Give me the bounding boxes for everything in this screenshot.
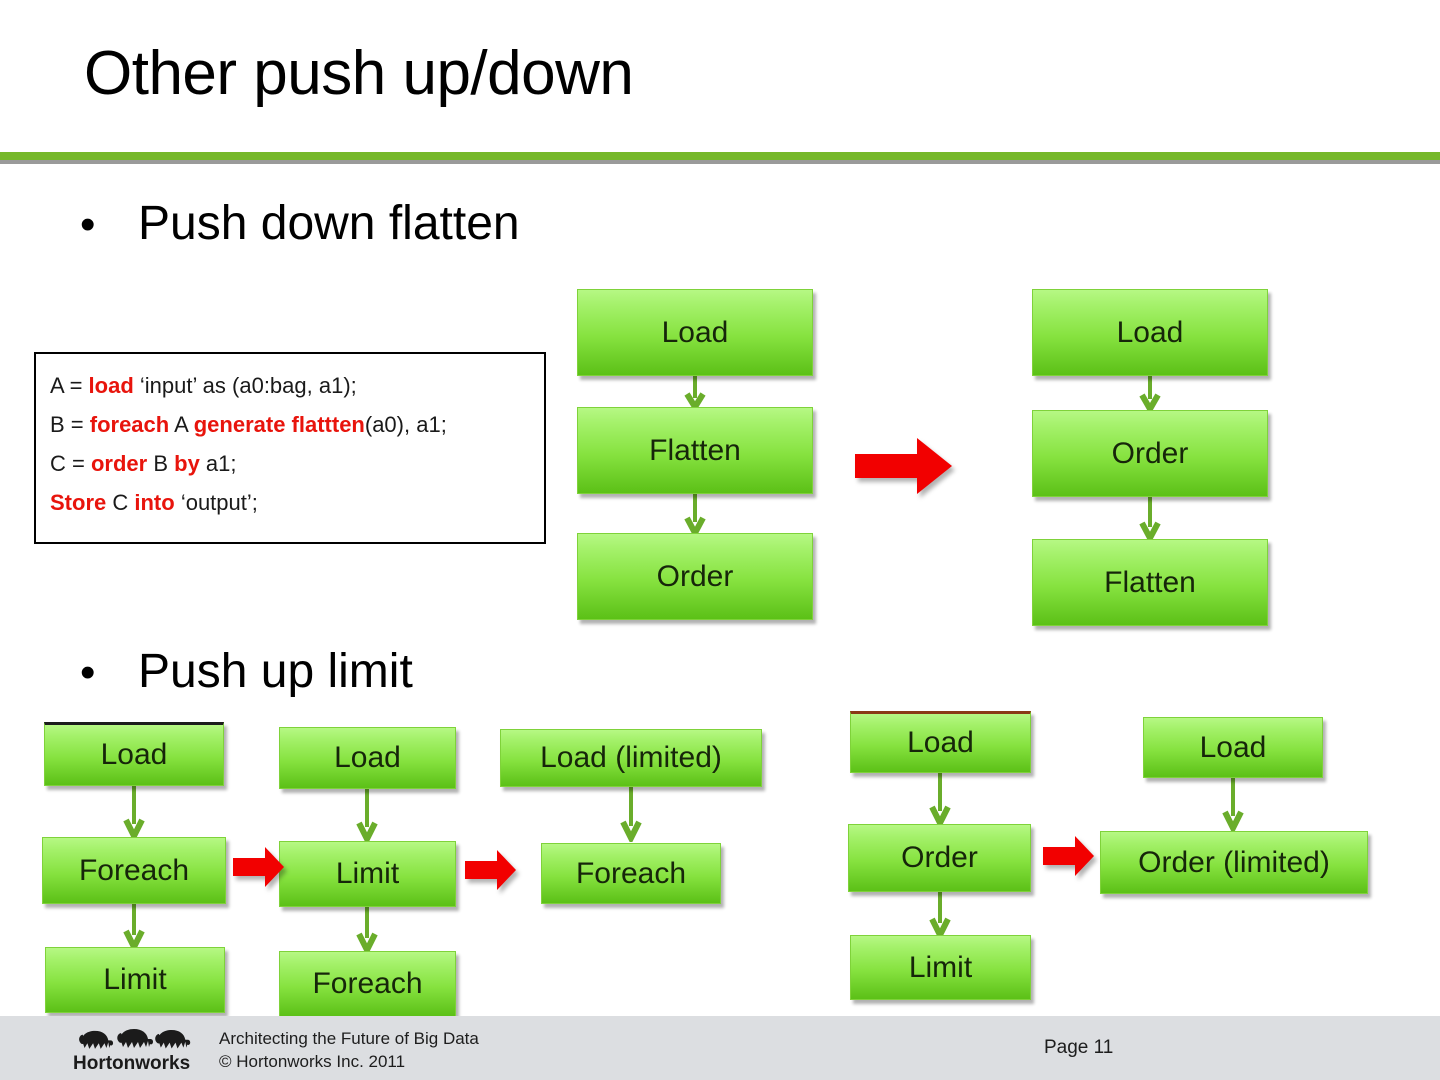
flow-node-order[interactable]: Order [848,824,1031,892]
flow-node-load-limited[interactable]: Load (limited) [500,729,762,787]
code-text: ‘input’ as (a0:bag, a1); [133,373,357,398]
transform-arrow-icon [233,846,285,888]
bullet-item-push-down-flatten: • Push down flatten [80,196,520,251]
flow-node-load[interactable]: Load [850,711,1031,773]
flow-connector-arrow-icon [1138,374,1162,412]
page-title: Other push up/down [84,39,634,108]
flow-node-foreach[interactable]: Foreach [541,843,721,904]
flow-connector-arrow-icon [928,890,952,938]
hortonworks-logo-icon: Hortonworks [72,1026,200,1074]
code-text: (a0), a1; [364,412,447,437]
flow-connector-arrow-icon [683,494,707,536]
flow-connector-arrow-icon [683,374,707,410]
page-number: Page 11 [1044,1037,1114,1058]
flow-connector-arrow-icon [122,784,146,840]
flow-connector-arrow-icon [355,905,379,953]
code-text: B [147,451,175,476]
bullet-marker-icon: • [80,200,96,249]
code-keyword: Store [50,490,107,515]
flow-node-limit[interactable]: Limit [279,841,456,907]
code-line: A = load ‘input’ as (a0:bag, a1); [50,366,530,405]
bullet-item-push-up-limit: • Push up limit [80,644,413,699]
footer-tagline: Architecting the Future of Big Data [219,1029,479,1048]
code-keyword: by [174,451,200,476]
code-line: B = foreach A generate flattten(a0), a1; [50,405,530,444]
footer-text-block: Architecting the Future of Big Data © Ho… [219,1027,479,1073]
transform-arrow-icon [465,849,517,891]
transform-arrow-icon [1043,835,1095,877]
bullet-marker-icon: • [80,648,96,697]
code-text: C [106,490,135,515]
code-text: C = [50,451,91,476]
code-line: Store C into ‘output’; [50,483,530,522]
flow-node-flatten[interactable]: Flatten [1032,539,1268,626]
title-divider [0,152,1440,160]
flow-node-load[interactable]: Load [1143,717,1323,778]
slide-footer [0,1016,1440,1080]
code-line: C = order B by a1; [50,444,530,483]
flow-connector-arrow-icon [1221,776,1245,832]
code-keyword: order [90,451,148,476]
flow-connector-arrow-icon [1138,497,1162,541]
pig-script-code-box: A = load ‘input’ as (a0:bag, a1); B = fo… [34,352,546,544]
code-keyword: generate flattten [193,412,365,437]
bullet-label: Push down flatten [138,197,520,250]
flow-node-limit[interactable]: Limit [850,935,1031,1000]
code-text: B = [50,412,90,437]
footer-copyright: © Hortonworks Inc. 2011 [219,1052,406,1071]
flow-node-load[interactable]: Load [44,722,224,786]
flow-node-limit[interactable]: Limit [45,947,225,1013]
code-text: A [169,412,194,437]
code-text: a1; [199,451,237,476]
bullet-label: Push up limit [138,645,413,698]
flow-node-foreach[interactable]: Foreach [279,951,456,1017]
code-keyword: into [134,490,175,515]
flow-node-load[interactable]: Load [1032,289,1268,376]
code-text: A = [50,373,89,398]
flow-node-load[interactable]: Load [577,289,813,376]
flow-connector-arrow-icon [928,771,952,827]
flow-connector-arrow-icon [355,787,379,843]
code-text: ‘output’; [174,490,258,515]
flow-connector-arrow-icon [122,902,146,950]
flow-node-order[interactable]: Order [1032,410,1268,497]
flow-node-foreach[interactable]: Foreach [42,837,226,904]
flow-connector-arrow-icon [619,786,643,842]
flow-node-order[interactable]: Order [577,533,813,620]
flow-node-flatten[interactable]: Flatten [577,407,813,494]
code-keyword: load [88,373,134,398]
flow-node-load[interactable]: Load [279,727,456,789]
logo-wordmark: Hortonworks [73,1053,190,1074]
transform-arrow-icon [855,437,953,495]
code-keyword: foreach [89,412,170,437]
flow-node-order-limited[interactable]: Order (limited) [1100,831,1368,894]
